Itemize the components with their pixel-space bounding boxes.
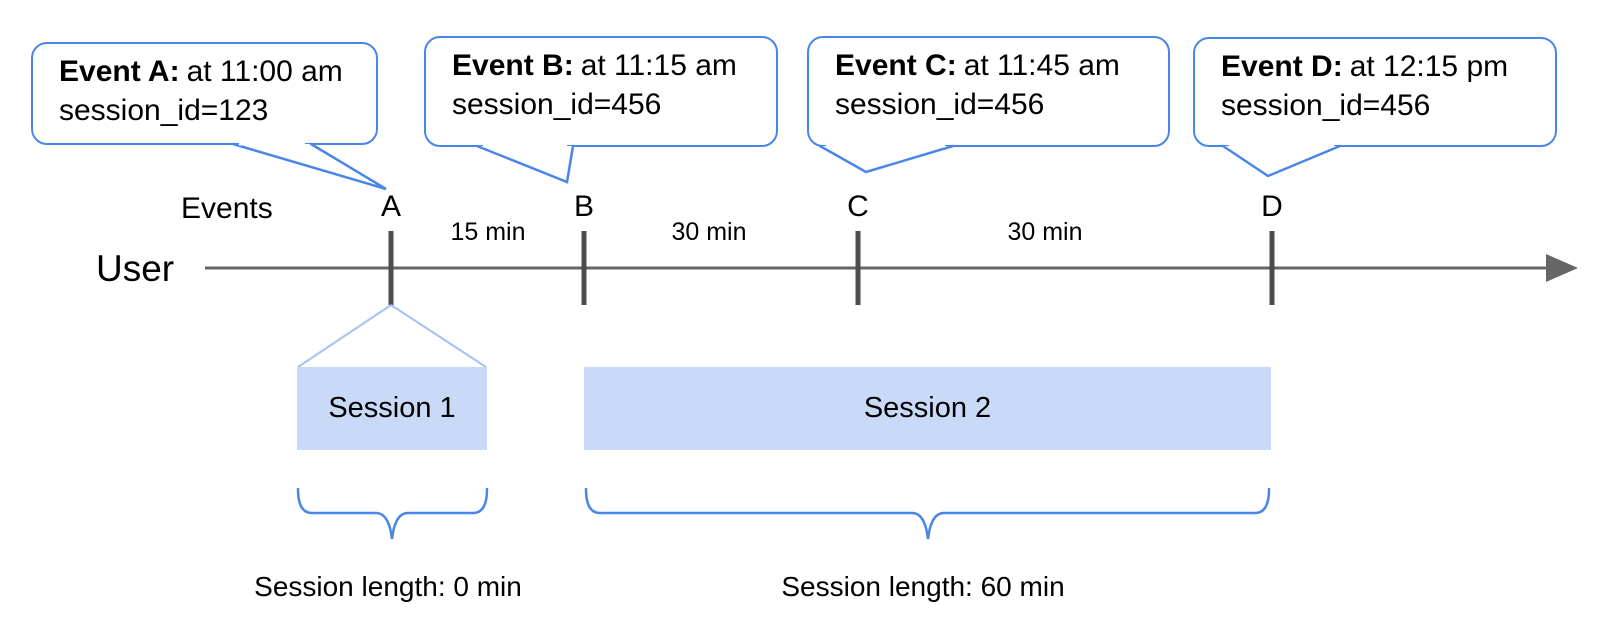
event-b-title: Event B: [452, 49, 574, 82]
interval-label-c-d: 30 min [1007, 218, 1083, 246]
event-c-title: Event C: [835, 49, 957, 82]
event-b-time: at 11:15 am [580, 49, 737, 82]
event-letter-b: B [573, 190, 595, 223]
event-letter-d: D [1261, 190, 1283, 223]
session-1-length-label: Session length: 0 min [254, 571, 522, 602]
event-a-title: Event A: [59, 55, 180, 88]
event-d-bubble: Event D:at 12:15 pm session_id=456 [1193, 37, 1557, 147]
timeline-arrowhead-icon [1546, 254, 1578, 282]
event-a-time: at 11:00 am [186, 55, 343, 88]
session-2-box: Session 2 [584, 367, 1271, 450]
session-2-length-label: Session length: 60 min [781, 571, 1065, 602]
user-axis-label: User [96, 248, 175, 289]
interval-label-b-c: 30 min [671, 218, 747, 246]
event-c-bubble: Event C:at 11:45 am session_id=456 [807, 36, 1170, 147]
event-c-line1: Event C:at 11:45 am [835, 46, 1168, 85]
event-d-bubble-tail [1221, 144, 1342, 178]
event-a-session-id: session_id=123 [59, 94, 269, 127]
funnel-line-left [297, 304, 392, 368]
event-letter-a: A [380, 190, 402, 223]
event-b-session-id: session_id=456 [452, 88, 662, 121]
event-d-time: at 12:15 pm [1349, 50, 1509, 83]
event-a-line1: Event A:at 11:00 am [59, 52, 376, 91]
session-1-label: Session 1 [328, 392, 456, 424]
event-c-time: at 11:45 am [963, 49, 1120, 82]
event-letter-c: C [847, 190, 869, 223]
event-c-session-id: session_id=456 [835, 88, 1045, 121]
event-d-session-id: session_id=456 [1221, 89, 1431, 122]
session-1-box: Session 1 [297, 367, 487, 450]
event-d-title: Event D: [1221, 50, 1343, 83]
event-c-bubble-tail [818, 144, 955, 174]
event-b-line1: Event B:at 11:15 am [452, 46, 776, 85]
event-b-bubble-tail [475, 144, 575, 184]
event-a-bubble: Event A:at 11:00 am session_id=123 [31, 42, 378, 145]
event-b-bubble: Event B:at 11:15 am session_id=456 [424, 36, 778, 147]
interval-label-a-b: 15 min [450, 218, 526, 246]
session-2-brace [584, 487, 1271, 540]
event-d-line1: Event D:at 12:15 pm [1221, 47, 1555, 86]
event-a-bubble-tail [231, 142, 387, 191]
funnel-line-right [390, 304, 487, 368]
session-2-label: Session 2 [863, 392, 992, 424]
events-axis-label: Events [181, 192, 273, 225]
session-1-brace [296, 487, 489, 540]
